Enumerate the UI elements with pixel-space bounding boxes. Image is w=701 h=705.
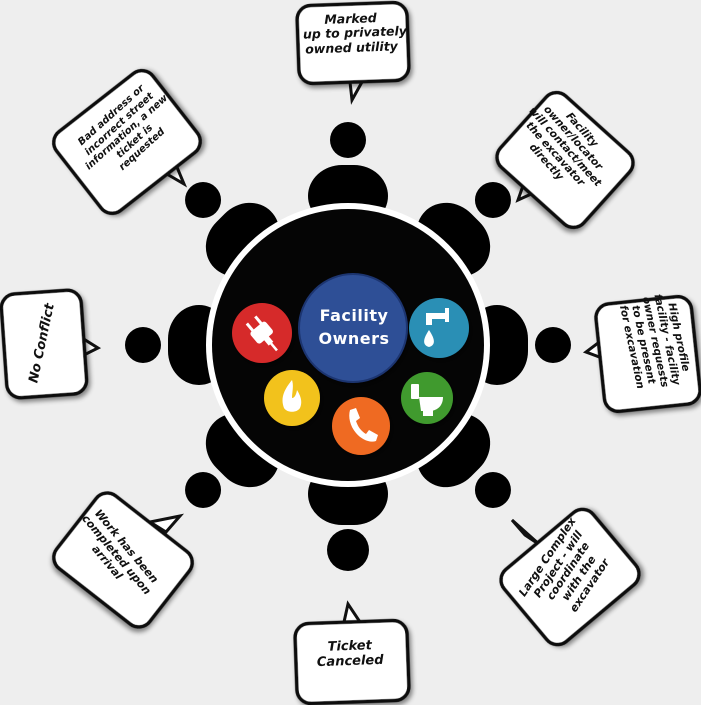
center-title-line1: Facility xyxy=(319,306,389,325)
speech-bubble-top xyxy=(295,0,411,105)
bubble-box xyxy=(52,491,194,629)
bubble-box xyxy=(295,0,411,86)
bubble-box xyxy=(0,288,89,400)
bubble-bottom-text: Ticket Canceled xyxy=(316,638,384,671)
seat-head xyxy=(535,327,571,363)
speech-bubble-left xyxy=(0,288,102,400)
telephone-icon xyxy=(332,397,390,455)
bubble-top-text: Marked up to privately owned utility xyxy=(302,10,408,57)
seat-head xyxy=(327,529,369,571)
speech-bubble-right xyxy=(582,294,701,414)
seat-head xyxy=(474,471,511,508)
utility-logos xyxy=(232,273,469,455)
seat-head xyxy=(125,327,161,363)
power-plug-icon xyxy=(232,303,292,363)
gas-flame-icon xyxy=(264,370,320,426)
facility-owners-label: Facility Owners xyxy=(303,304,405,350)
seat-head xyxy=(185,182,222,219)
bubble-pointer xyxy=(510,518,541,547)
facility-owners-badge xyxy=(298,273,408,383)
speech-bubble-top-right xyxy=(495,90,635,230)
bubble-box xyxy=(495,90,635,230)
seat-head xyxy=(474,182,511,219)
center-title-line2: Owners xyxy=(318,329,390,349)
bubble-box xyxy=(52,68,202,216)
toilet-icon xyxy=(401,372,453,424)
bubble-box xyxy=(594,294,701,414)
bubble-box xyxy=(293,618,411,705)
seat-head xyxy=(185,471,222,508)
speech-bubble-bottom-left xyxy=(52,491,194,629)
speech-bubble-bottom xyxy=(293,600,411,705)
water-faucet-icon xyxy=(409,298,469,358)
bubble-pointer xyxy=(342,600,363,624)
speech-bubble-top-left xyxy=(52,68,202,216)
seat-head xyxy=(330,122,366,158)
bubble-pointer xyxy=(348,80,365,105)
speech-bubble-bottom-right xyxy=(499,507,641,647)
bubble-box xyxy=(499,507,641,647)
